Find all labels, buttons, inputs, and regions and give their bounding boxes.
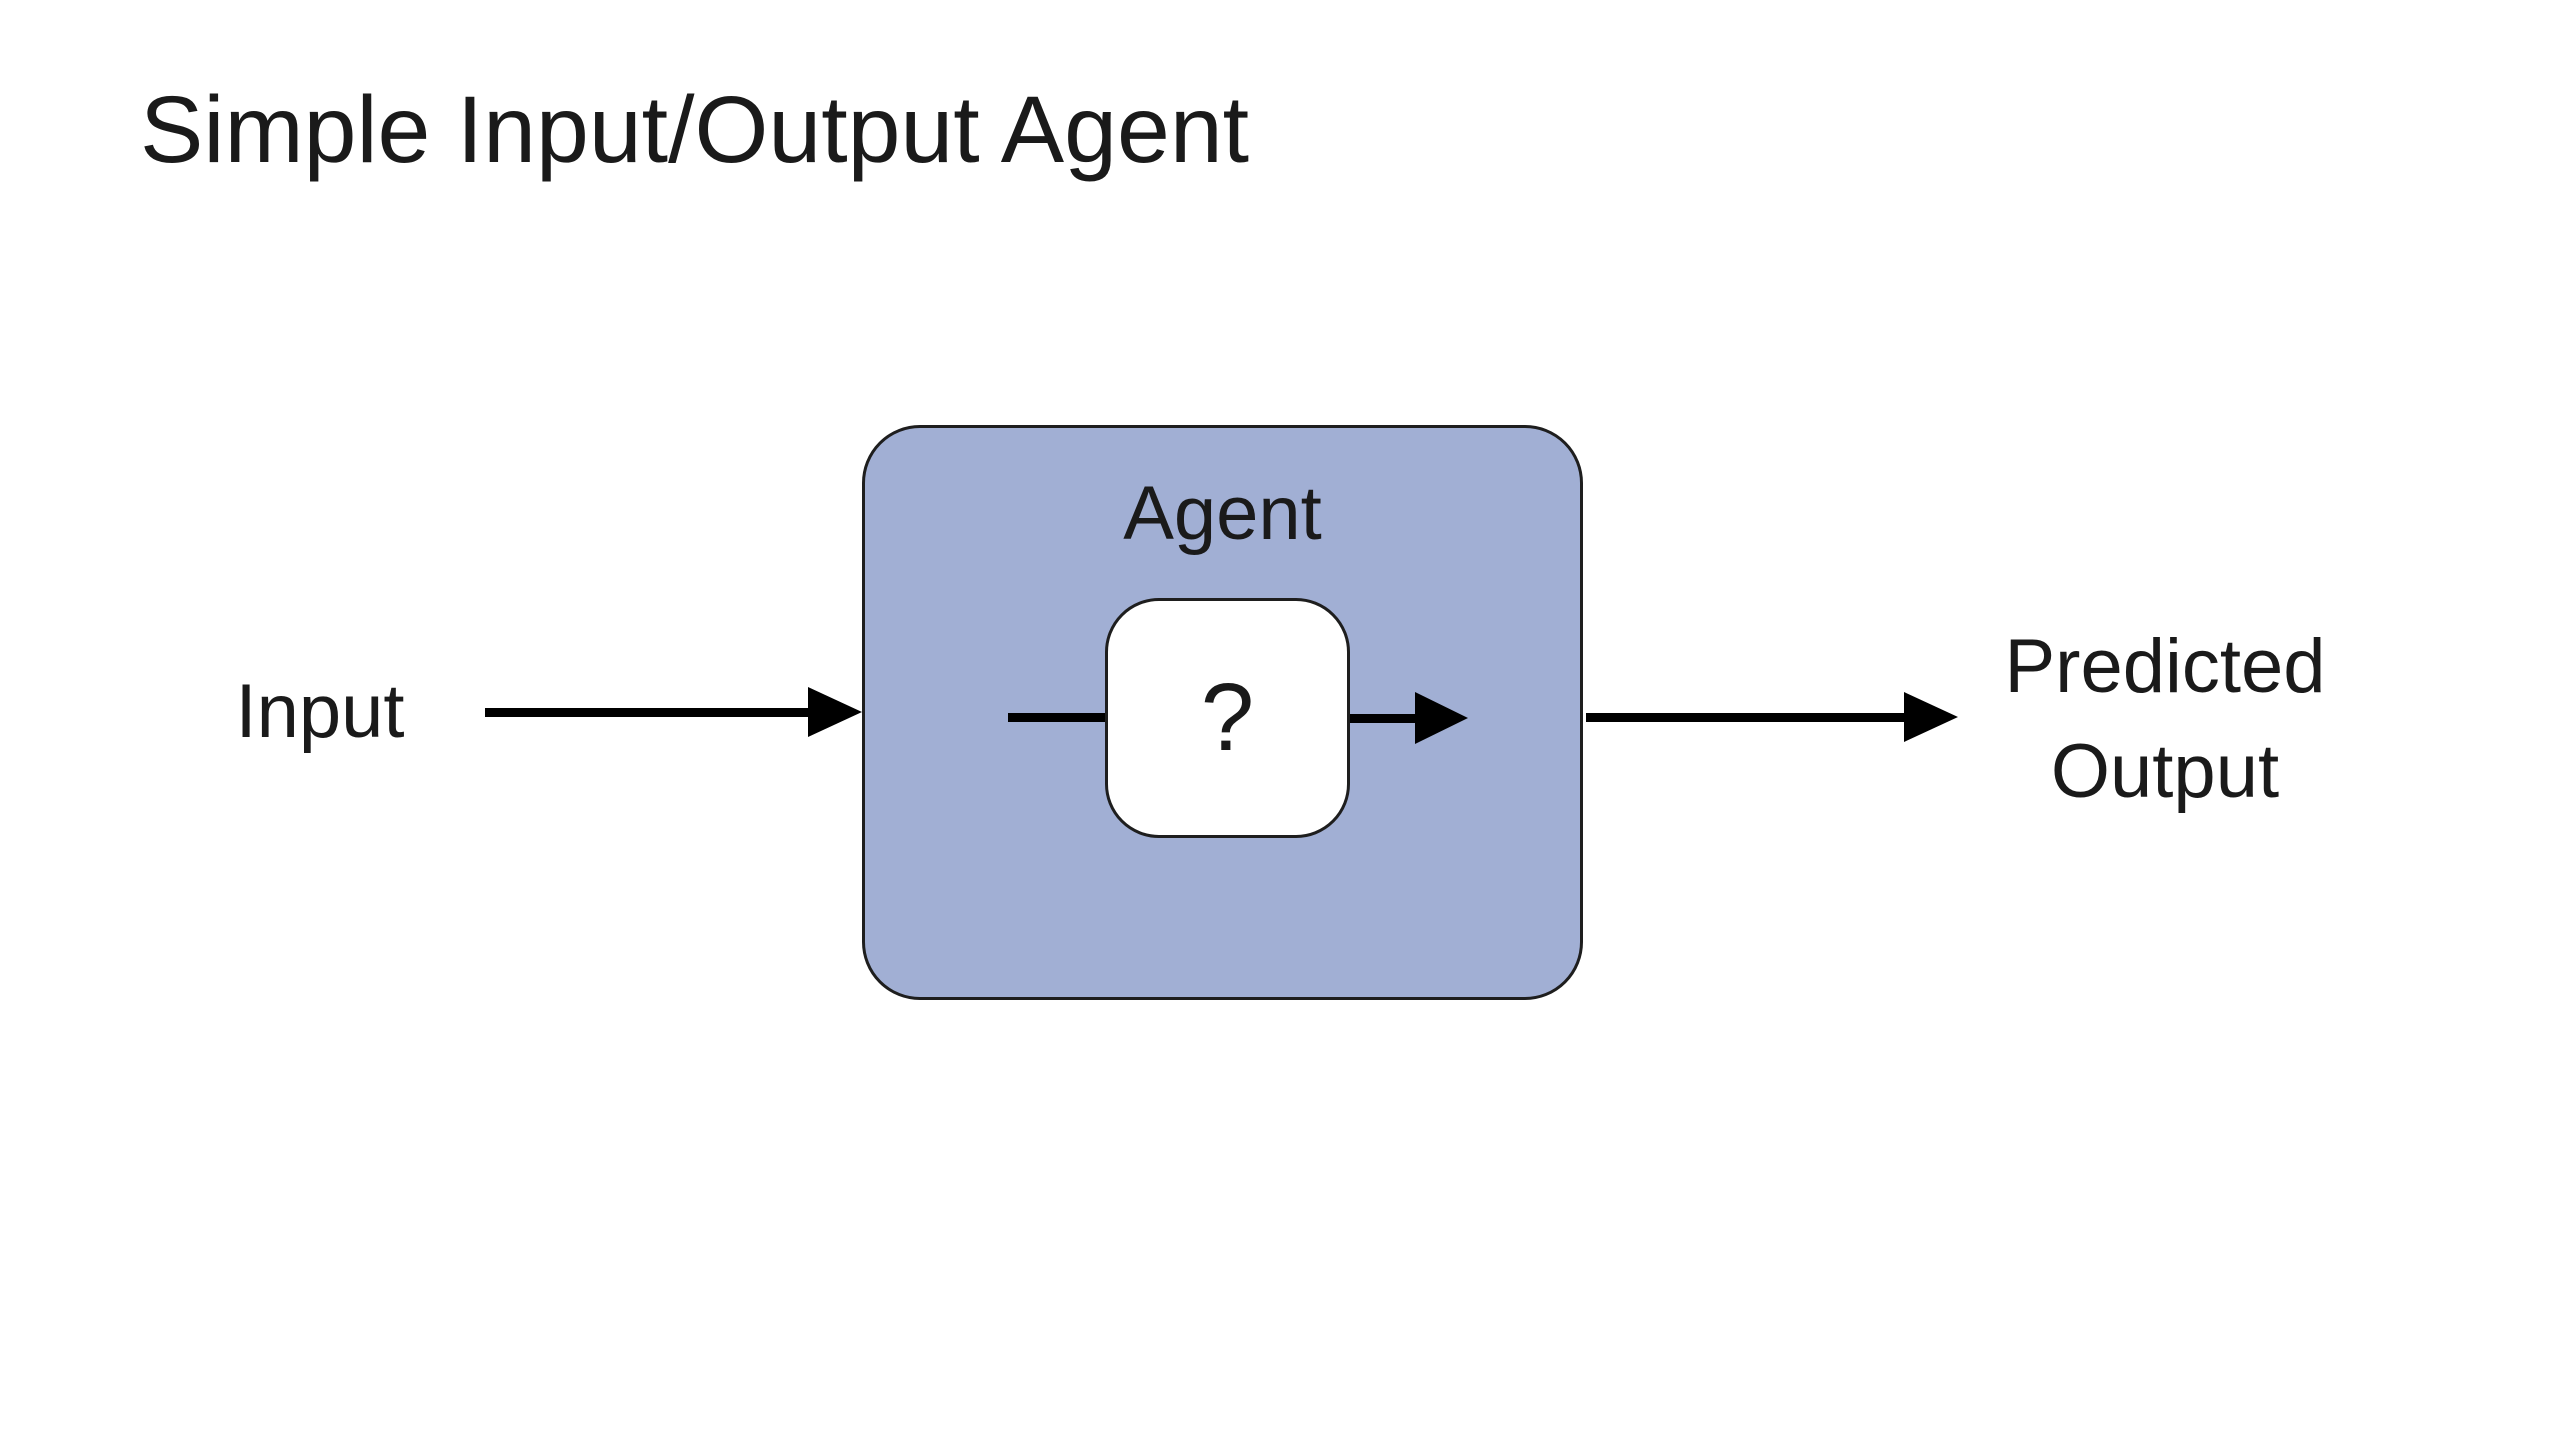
output-label-line1: Predicted	[2004, 624, 2326, 710]
agent-label: Agent	[1123, 471, 1322, 556]
output-label: Predicted Output	[1955, 600, 2375, 840]
output-arrow-shaft	[1586, 712, 1904, 722]
inner-output-arrow	[1350, 692, 1468, 744]
input-label: Input	[235, 668, 405, 754]
output-arrow	[1586, 692, 1958, 742]
output-arrow-head-icon	[1904, 692, 1958, 742]
slide-title: Simple Input/Output Agent	[140, 77, 1250, 183]
question-mark-label: ?	[1200, 664, 1255, 771]
inner-input-line	[1008, 713, 1106, 722]
inner-output-arrow-shaft	[1350, 713, 1415, 723]
input-arrow-shaft	[485, 707, 808, 717]
output-label-line2: Output	[2050, 729, 2280, 814]
inner-output-arrow-head-icon	[1415, 692, 1468, 744]
input-arrow	[485, 687, 862, 737]
input-arrow-head-icon	[808, 687, 862, 737]
model-node: ?	[1105, 598, 1350, 838]
